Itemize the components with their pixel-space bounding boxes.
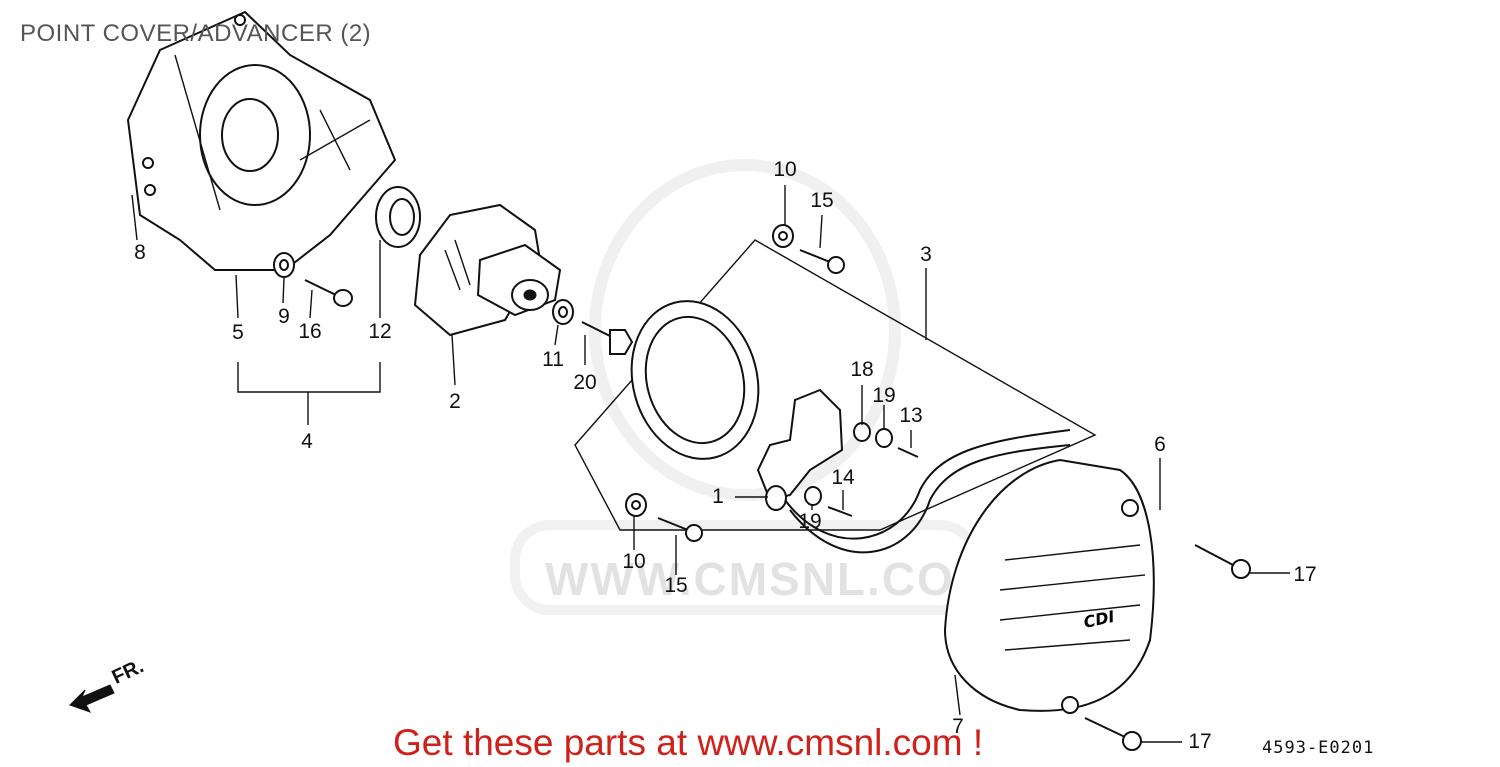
front-arrow-icon (69, 684, 115, 713)
callout-19-upper: 19 (872, 384, 896, 407)
breaker-plate (630, 300, 760, 460)
part-10-washer-upper (772, 224, 794, 248)
callout-16: 16 (298, 320, 322, 343)
callout-5: 5 (232, 321, 244, 344)
callout-4: 4 (301, 430, 313, 453)
diagram-code: 4593-E0201 (1262, 738, 1375, 758)
leader-lines (131, 185, 1290, 743)
part-20-bolt (581, 321, 634, 355)
callout-12: 12 (368, 320, 392, 343)
callout-14: 14 (831, 466, 855, 489)
part-19-washer-upper (875, 428, 893, 448)
callout-6: 6 (1154, 433, 1166, 456)
callout-18: 18 (850, 358, 874, 381)
callout-7: 7 (952, 715, 964, 738)
part-2-advancer (413, 203, 562, 337)
part-8-housing (126, 10, 397, 271)
part-3-breaker-frame (574, 239, 1097, 531)
callout-2: 2 (449, 390, 461, 413)
watermark-text: WWW.CMSNL.COM (545, 553, 996, 605)
callout-11: 11 (542, 348, 564, 371)
callout-17-upper: 17 (1293, 563, 1317, 586)
part-17-screw-upper (1194, 544, 1251, 579)
part-19-washer-lower (804, 486, 822, 506)
part-13-screw (897, 447, 919, 458)
part-6-cdi-cover: CDI (943, 458, 1155, 714)
part-10-washer-lower (625, 493, 647, 517)
part-11-washer (552, 299, 574, 325)
part-15-screw-upper (799, 249, 845, 274)
part-9-washer (273, 252, 295, 278)
callout-19-lower: 19 (798, 510, 822, 533)
callout-20: 20 (573, 371, 597, 394)
cta-link-text[interactable]: Get these parts at www.cmsnl.com ! (393, 722, 984, 763)
callout-15-lower: 15 (664, 574, 688, 597)
callout-15-upper: 15 (810, 189, 834, 212)
part-15-screw-lower (657, 517, 703, 542)
callout-13: 13 (899, 404, 923, 427)
diagram-title: POINT COVER/ADVANCER (2) (20, 20, 372, 47)
callout-10-lower: 10 (622, 550, 646, 573)
callout-17-lower: 17 (1188, 730, 1212, 753)
part-1-contact-unit (756, 388, 1071, 554)
part-17-screw-lower (1084, 717, 1142, 751)
part-18-washer (853, 422, 871, 442)
part-16-screw (304, 279, 353, 307)
callout-1: 1 (712, 485, 724, 508)
part-14-screw (827, 506, 853, 517)
callout-9: 9 (278, 305, 290, 328)
part-12-oil-seal (375, 186, 421, 248)
callout-10-upper: 10 (773, 158, 797, 181)
callout-3: 3 (920, 243, 932, 266)
callout-8: 8 (134, 241, 146, 264)
